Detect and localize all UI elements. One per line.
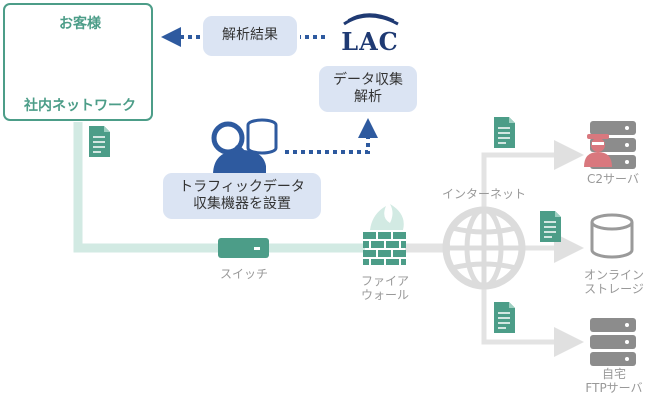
document-icon-c2 xyxy=(494,117,515,148)
collector-bubble: トラフィックデータ 収集機器を設置 xyxy=(163,173,321,219)
globe-icon xyxy=(442,206,526,290)
analysis-result-label: 解析結果 xyxy=(222,27,278,44)
lac-logo-mark xyxy=(343,13,399,26)
switch-label: スイッチ xyxy=(219,267,268,281)
internal-network-label: 社内ネットワーク xyxy=(24,98,136,114)
traffic-collector-icon xyxy=(211,118,278,175)
lac-logo: LAC xyxy=(341,27,399,56)
ftp-server-label-line-1: 自宅 xyxy=(601,367,626,381)
document-icon-storage xyxy=(540,211,561,242)
firewall-label: ファイア ウォール xyxy=(350,274,420,303)
ftp-server-label-line-2: FTPサーバ xyxy=(585,381,643,396)
firewall-label-line-2: ウォール xyxy=(360,288,409,303)
c2-server-icon xyxy=(584,121,636,169)
c2-server-label: C2サーバ xyxy=(587,172,639,186)
storage-label: オンライン ストレージ xyxy=(572,268,656,297)
data-upload-arrow xyxy=(285,118,378,154)
internet-branches xyxy=(481,140,584,357)
internet-label: インターネット xyxy=(441,187,526,201)
firewall-icon xyxy=(363,204,406,265)
storage-icon xyxy=(590,213,634,259)
document-icon-ftp xyxy=(494,302,515,333)
analysis-result-bubble: 解析結果 xyxy=(203,16,297,56)
data-analysis-bubble: データ収集 解析 xyxy=(319,66,417,112)
customer-title: お客様 xyxy=(59,16,101,32)
data-analysis-line-1: データ収集 xyxy=(333,71,403,88)
firewall-label-line-1: ファイア xyxy=(360,274,409,288)
document-icon-customer xyxy=(89,126,110,157)
customer-network-box: お客様 社内ネットワーク xyxy=(3,3,153,121)
switch-icon xyxy=(218,238,269,258)
network-line xyxy=(73,122,365,253)
ftp-server-label: 自宅 FTPサーバ xyxy=(572,367,656,396)
storage-label-line-1: オンライン xyxy=(583,268,644,282)
collector-line-2: 収集機器を設置 xyxy=(193,196,291,212)
data-analysis-line-2: 解析 xyxy=(354,89,382,105)
ftp-server-icon xyxy=(590,318,636,366)
collector-line-1: トラフィックデータ xyxy=(179,178,305,195)
storage-label-line-2: ストレージ xyxy=(584,282,644,297)
